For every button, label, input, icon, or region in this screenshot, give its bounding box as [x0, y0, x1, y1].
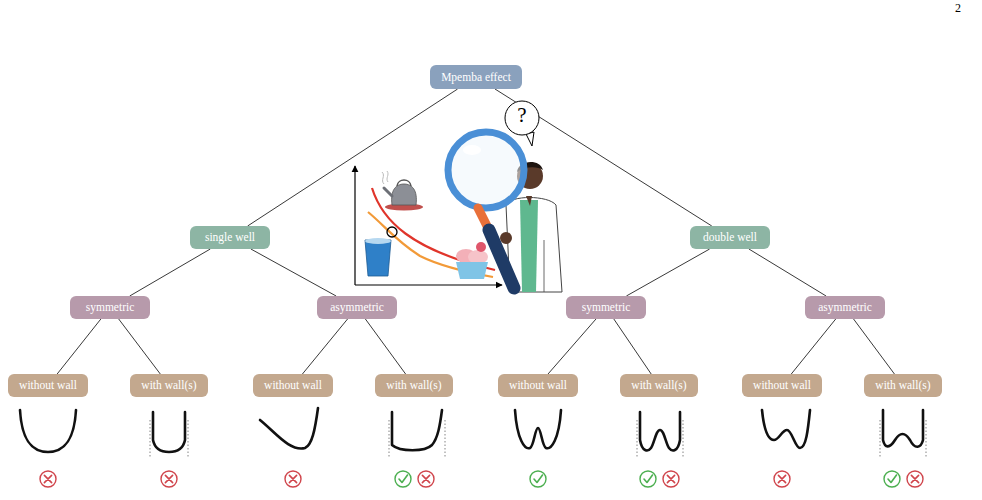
potential-curve	[762, 410, 810, 448]
check-mark	[395, 471, 411, 487]
tree-node: without wall	[8, 374, 88, 397]
tree-node: asymmetric	[317, 296, 397, 319]
cross-mark	[418, 471, 434, 487]
glass	[365, 240, 391, 276]
potential-curve	[260, 408, 318, 449]
illustration	[355, 101, 562, 292]
potential-curve	[515, 410, 561, 448]
potential-curve	[392, 410, 442, 450]
check-mark	[640, 471, 656, 487]
tree-node: with wall(s)	[864, 374, 942, 397]
kettle-body	[392, 184, 417, 205]
node-label: without wall	[509, 379, 567, 392]
wall-guides	[150, 420, 926, 458]
node-label: without wall	[264, 379, 322, 392]
verdict-marks	[40, 471, 923, 487]
tree-branch	[548, 319, 596, 374]
tree-branch	[248, 89, 458, 226]
kettle-spout	[384, 188, 392, 196]
kettle-steam	[382, 171, 388, 184]
tree-node: with wall(s)	[375, 374, 453, 397]
magnifier-collar	[478, 208, 487, 226]
node-label: single well	[205, 231, 255, 244]
node-label: symmetric	[86, 301, 135, 314]
magnifier-handle	[489, 230, 514, 288]
tree-node: symmetric	[70, 296, 150, 319]
tree-node: with wall(s)	[130, 374, 208, 397]
tree-branch	[365, 319, 405, 374]
hand	[500, 232, 512, 244]
tree-branch	[854, 319, 895, 374]
tree-node: without wall	[253, 374, 333, 397]
tree-node: double well	[690, 226, 770, 249]
node-label: without wall	[19, 379, 77, 392]
tree-branch	[130, 249, 211, 296]
node-label: with wall(s)	[386, 379, 441, 392]
potential-curve	[883, 410, 923, 447]
node-label: asymmetric	[818, 301, 872, 314]
potential-curve	[640, 412, 680, 450]
node-label: symmetric	[582, 301, 631, 314]
kettle-handle	[397, 180, 411, 186]
potential-sketches	[20, 408, 923, 452]
wall-guide	[150, 420, 188, 458]
chart-axis	[355, 284, 502, 285]
node-label: with wall(s)	[141, 379, 196, 392]
page-number: 2	[940, 2, 976, 15]
wall-guide	[637, 420, 683, 458]
tree-branch	[119, 319, 161, 374]
neck	[526, 196, 532, 206]
chart-axis	[354, 166, 355, 285]
speech-symbol: ?	[507, 104, 537, 127]
check-mark	[884, 471, 900, 487]
ice-cream-scoop	[468, 250, 488, 264]
tree-node: Mpemba effect	[430, 65, 522, 89]
node-label: with wall(s)	[875, 379, 930, 392]
glass-top	[365, 238, 391, 244]
node-label: with wall(s)	[631, 379, 686, 392]
tree-node: without wall	[742, 374, 822, 397]
node-label: Mpemba effect	[441, 71, 511, 84]
coat-seam	[544, 240, 545, 292]
check-mark	[530, 471, 546, 487]
tree-branch	[791, 319, 835, 374]
cross-mark	[285, 471, 301, 487]
tree-branch	[302, 319, 347, 374]
potential-curve	[20, 410, 76, 452]
tree-node: with wall(s)	[620, 374, 698, 397]
connector-layer	[57, 89, 894, 374]
magnifier-lens	[448, 132, 524, 208]
tree-branch	[57, 319, 101, 374]
potential-curve	[153, 412, 185, 452]
tree-node: without wall	[498, 374, 578, 397]
tree-node: asymmetric	[805, 296, 885, 319]
tree-node: single well	[190, 226, 270, 249]
cross-mark	[161, 471, 177, 487]
lens-glint	[463, 145, 481, 155]
ice-cream-cup	[456, 262, 488, 279]
tree-node: symmetric	[566, 296, 646, 319]
wall-guide	[389, 420, 445, 458]
ice-cream-ball	[476, 242, 486, 252]
tree-branch	[749, 249, 826, 296]
wall-guide	[880, 420, 926, 458]
crossing-marker	[387, 227, 397, 237]
cross-mark	[40, 471, 56, 487]
cross-mark	[907, 471, 923, 487]
tree-branch	[251, 249, 336, 296]
tree-branch	[614, 319, 651, 374]
cross-mark	[663, 471, 679, 487]
cross-mark	[774, 471, 790, 487]
node-label: double well	[703, 231, 757, 244]
speech-bubble	[505, 101, 539, 135]
tree-branch	[626, 249, 709, 296]
shirt	[520, 200, 538, 292]
node-label: without wall	[753, 379, 811, 392]
node-label: asymmetric	[330, 301, 384, 314]
